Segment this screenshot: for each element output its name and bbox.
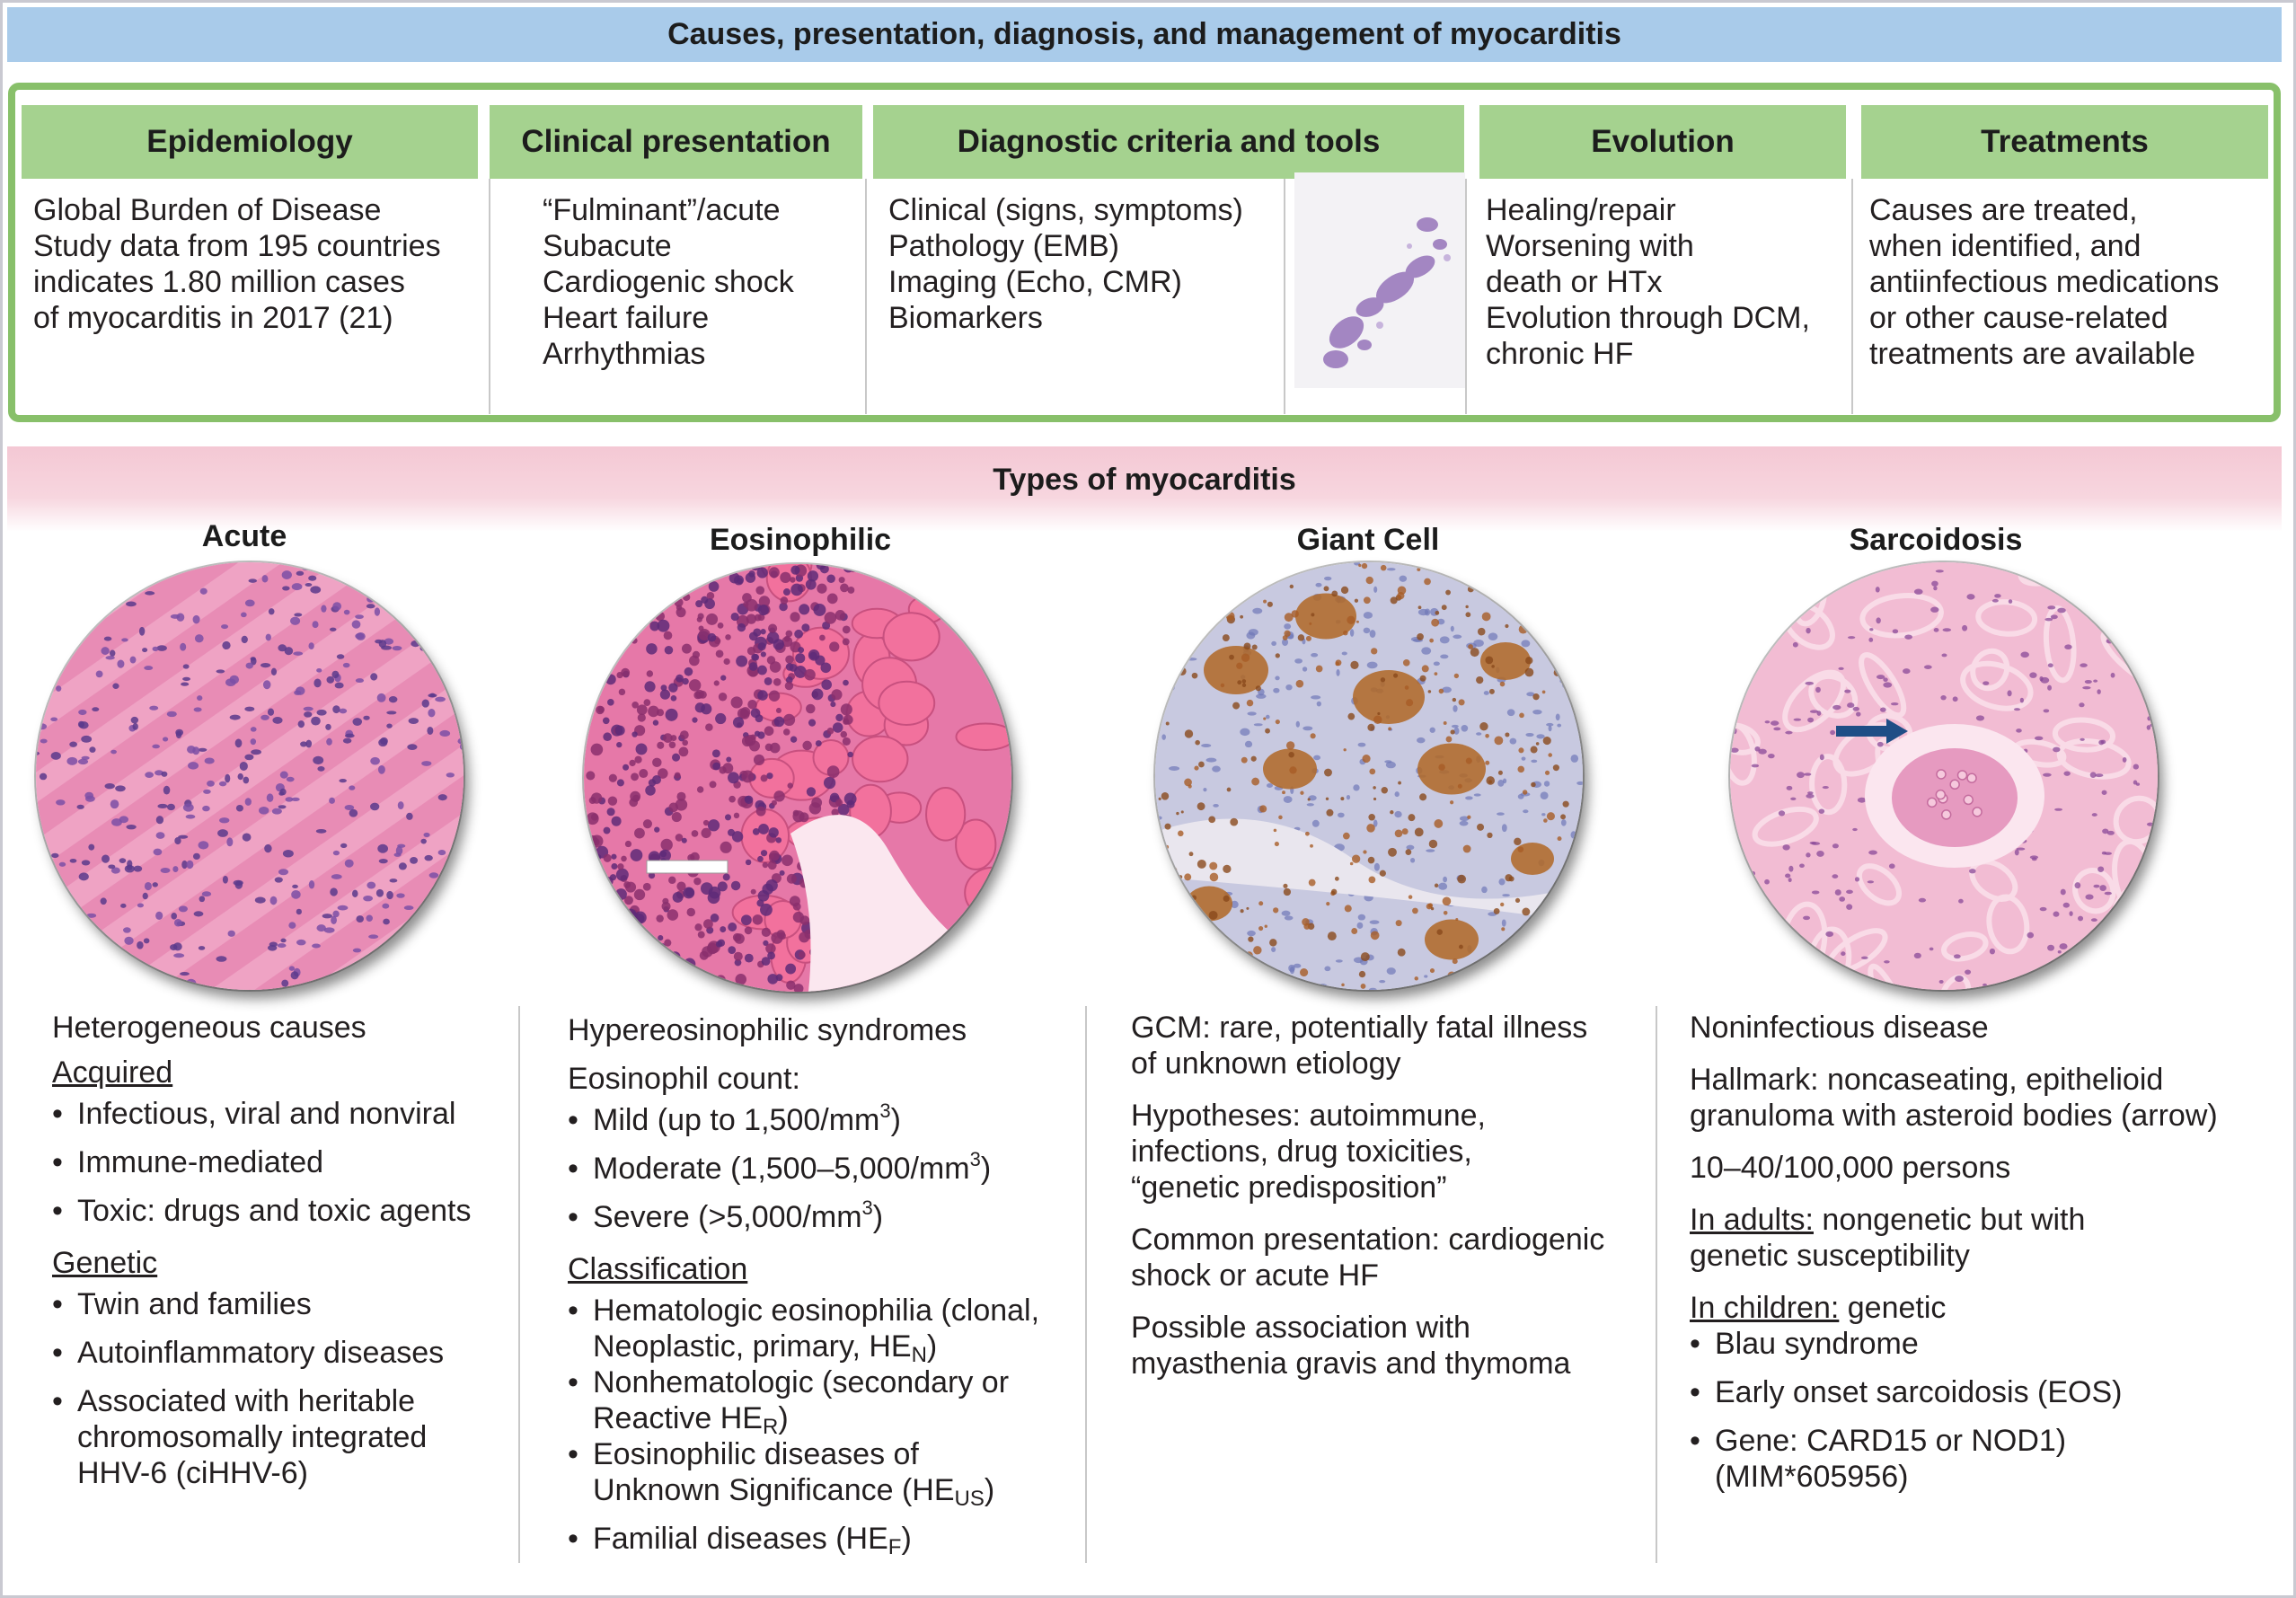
clinical-presentation-list: “Fulminant”/acute Subacute Cardiogenic s… — [543, 193, 794, 371]
divider — [1656, 1006, 1657, 1563]
list-item: Mild (up to 1,500/mm3) — [568, 1101, 1039, 1138]
sarcoidosis-title: Sarcoidosis — [1849, 523, 2023, 557]
eosinophilic-details: Hypereosinophilic syndromes Eosinophil c… — [568, 1012, 1039, 1558]
list-item: Autoinflammatory diseases — [52, 1335, 471, 1371]
divider — [1284, 179, 1285, 414]
divider — [1851, 179, 1853, 414]
list-item: Moderate (1,500–5,000/mm3) — [568, 1150, 1039, 1187]
list-item: Toxic: drugs and toxic agents — [52, 1193, 471, 1229]
list-item: Nonhematologic (secondary or — [568, 1364, 1039, 1400]
genetic-heading: Genetic — [52, 1246, 158, 1280]
giant-cell-micrograph — [1155, 562, 1583, 990]
list-item: Eosinophilic diseases of — [568, 1436, 1039, 1472]
sarcoidosis-details: Noninfectious disease Hallmark: noncasea… — [1690, 1010, 2218, 1495]
acute-details: Heterogeneous causes Acquired Infectious… — [52, 1010, 471, 1491]
giant-cell-title: Giant Cell — [1296, 523, 1440, 557]
acute-micrograph — [36, 562, 464, 990]
epidemiology-heading: Epidemiology — [22, 105, 478, 179]
acquired-heading: Acquired — [52, 1055, 173, 1090]
list-item: Twin and families — [52, 1286, 471, 1322]
divider — [518, 1006, 520, 1563]
list-item: Gene: CARD15 or NOD1) — [1690, 1423, 2218, 1459]
overview-panel: Epidemiology Clinical presentation Diagn… — [8, 83, 2281, 422]
list-item: Blau syndrome — [1690, 1326, 2218, 1362]
list-item: Hematologic eosinophilia (clonal, — [568, 1293, 1039, 1329]
list-item: Associated with heritable — [52, 1383, 471, 1419]
classification-heading: Classification — [568, 1252, 748, 1286]
clinical-presentation-heading: Clinical presentation — [490, 105, 862, 179]
treatments-heading: Treatments — [1861, 105, 2268, 179]
divider — [865, 179, 867, 414]
divider — [1465, 179, 1467, 414]
diagnostic-list: Clinical (signs, symptoms) Pathology (EM… — [888, 193, 1243, 335]
evolution-heading: Evolution — [1479, 105, 1846, 179]
types-heading: Types of myocarditis — [7, 446, 2282, 532]
evolution-list: Healing/repair Worsening with death or H… — [1486, 193, 1810, 371]
sarcoidosis-micrograph — [1730, 562, 2158, 990]
list-item: Immune-mediated — [52, 1144, 471, 1180]
divider — [489, 179, 490, 414]
list-item: Infectious, viral and nonviral — [52, 1096, 471, 1132]
emb-biopsy-image — [1294, 172, 1465, 388]
divider — [1085, 1006, 1087, 1563]
diagnostic-heading: Diagnostic criteria and tools — [873, 105, 1464, 179]
treatments-text: Causes are treated, when identified, and… — [1869, 193, 2220, 371]
eosinophilic-micrograph — [584, 564, 1011, 992]
giant-cell-details: GCM: rare, potentially fatal illness of … — [1131, 1011, 1605, 1381]
acute-title: Acute — [201, 519, 287, 553]
epidemiology-text: Global Burden of Disease Study data from… — [33, 193, 441, 335]
list-item: Severe (>5,000/mm3) — [568, 1198, 1039, 1235]
eosinophilic-title: Eosinophilic — [709, 523, 892, 557]
arrow-icon — [1836, 719, 1908, 744]
list-item: Familial diseases (HEF) — [568, 1521, 1039, 1558]
list-item: Early onset sarcoidosis (EOS) — [1690, 1374, 2218, 1410]
page-title: Causes, presentation, diagnosis, and man… — [7, 7, 2282, 62]
